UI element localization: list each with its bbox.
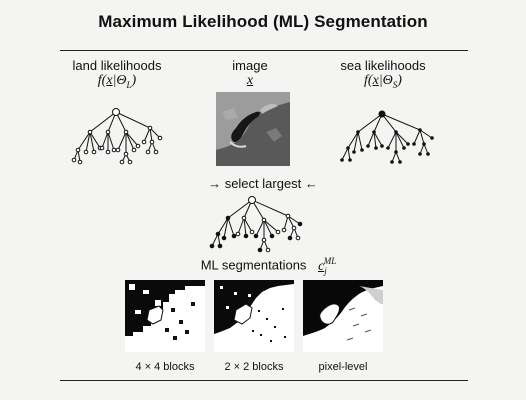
land-likelihoods-formula: f(x|ΘL) <box>97 73 137 90</box>
image-label: image <box>232 58 268 73</box>
sea-quadtree-diagram <box>340 110 434 164</box>
ml-segmentations-symbol: cjML <box>318 256 337 276</box>
sea-likelihoods-formula: f(x|ΘS) <box>364 73 402 90</box>
top-divider <box>60 50 468 51</box>
page-title: Maximum Likelihood (ML) Segmentation <box>98 12 428 31</box>
caption-4x4-blocks: 4 × 4 blocks <box>135 361 195 373</box>
combined-quadtree-diagram <box>209 196 303 253</box>
caption-pixel-level: pixel-level <box>318 361 368 373</box>
segmentation-pixel-level <box>303 280 383 352</box>
segmentation-2x2-blocks <box>214 280 294 352</box>
bottom-divider <box>60 380 468 381</box>
caption-2x2-blocks: 2 × 2 blocks <box>224 361 284 373</box>
ml-segmentations-heading: ML segmentations cjML <box>160 256 380 275</box>
land-quadtree-diagram <box>71 108 163 165</box>
ml-segmentations-label: ML segmentations <box>200 257 307 273</box>
select-largest-label: → select largest ← <box>208 176 318 191</box>
input-aerial-image <box>216 92 290 166</box>
land-likelihoods-label: land likelihoods <box>72 58 162 73</box>
sea-likelihoods-label: sea likelihoods <box>340 58 426 73</box>
image-symbol: x <box>246 73 254 88</box>
segmentation-4x4-blocks <box>125 280 205 352</box>
